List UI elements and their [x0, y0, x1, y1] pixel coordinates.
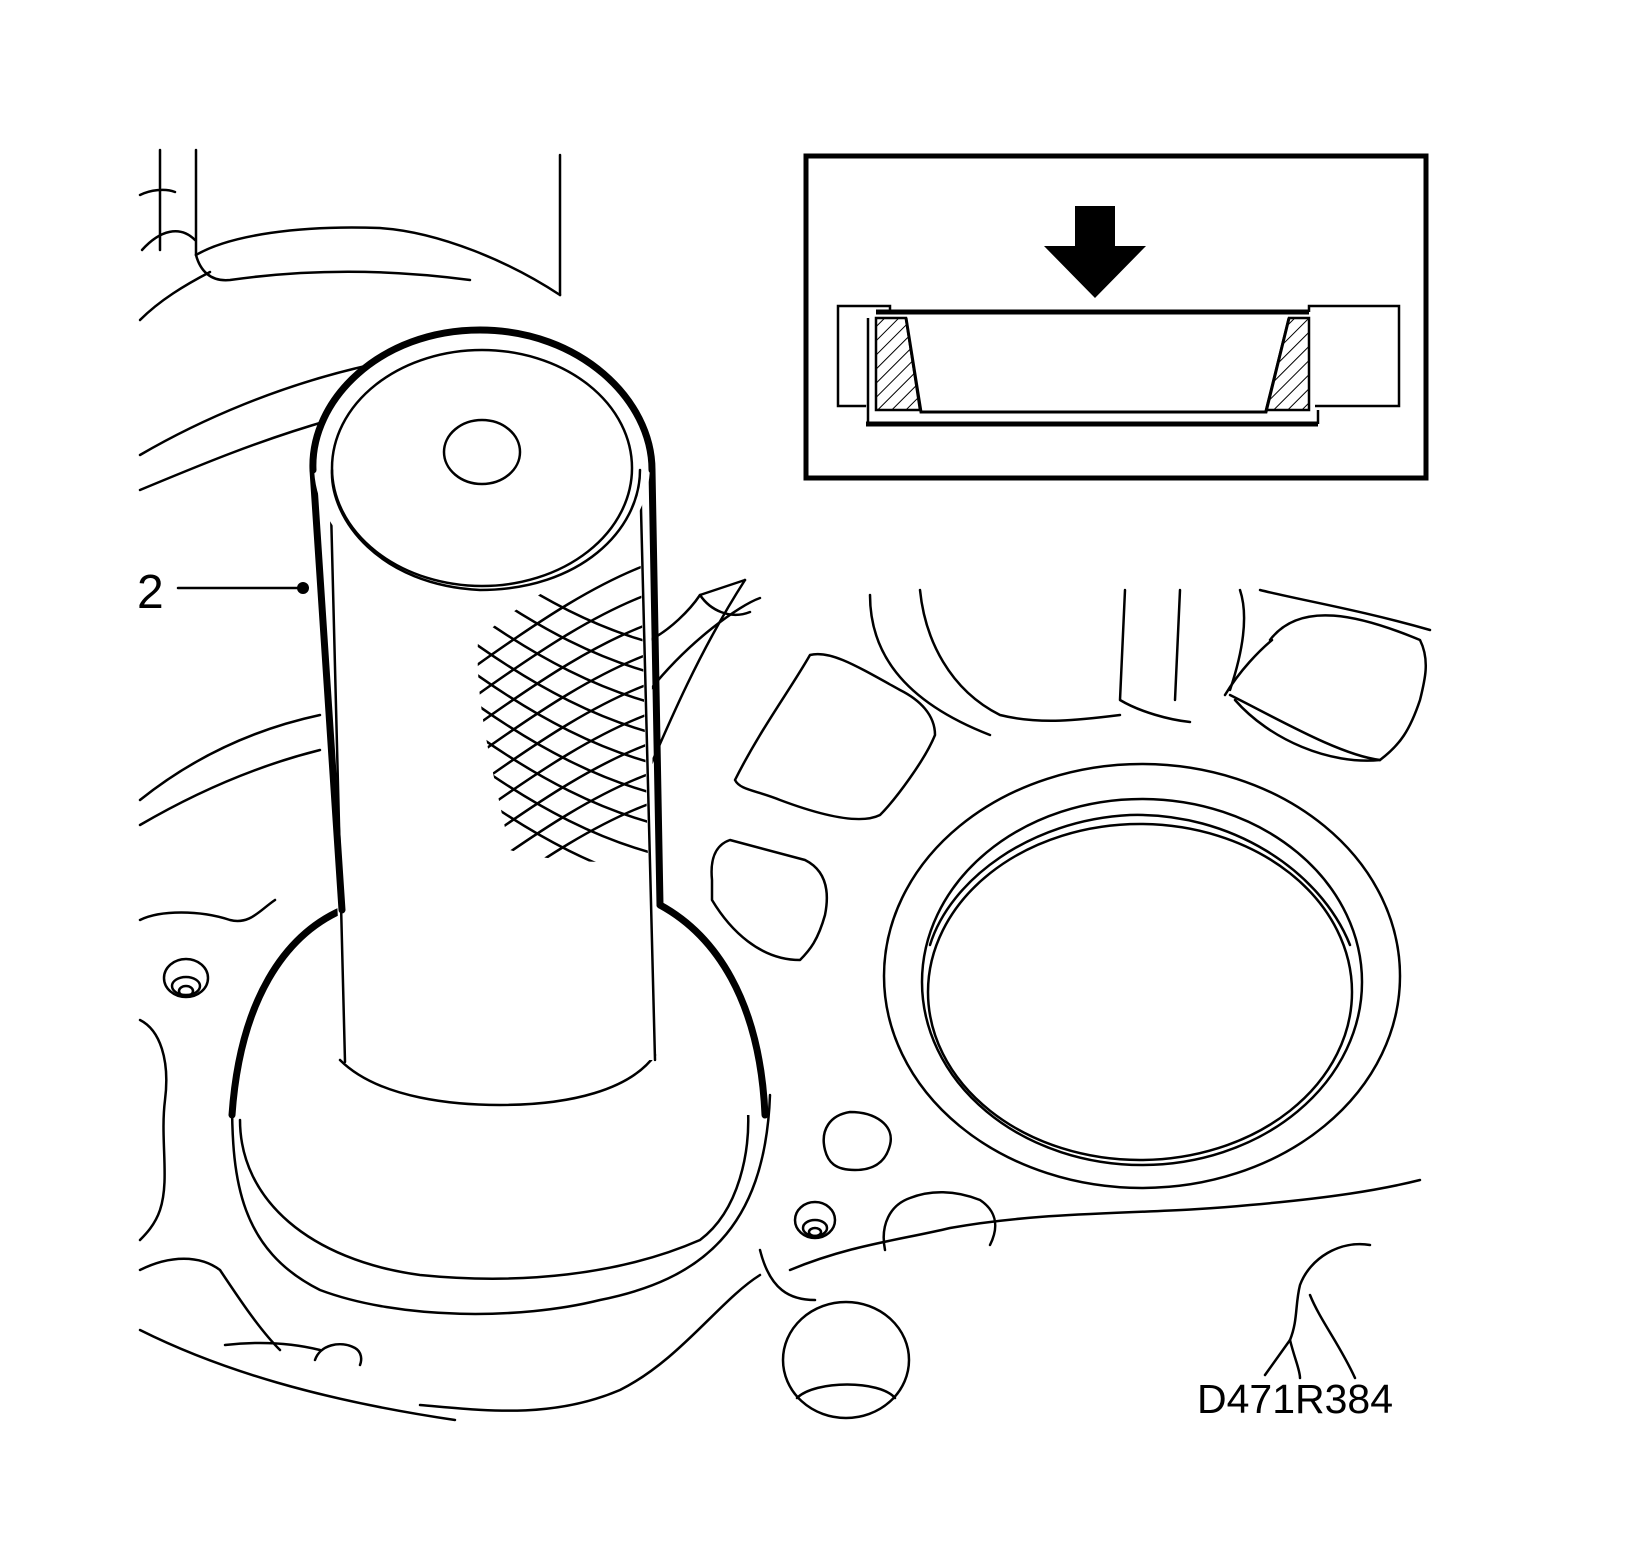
callout-2: 2 — [137, 566, 309, 619]
transmission-housing — [138, 148, 1432, 1422]
figure-code: D471R384 — [1197, 1376, 1393, 1422]
down-arrow-icon — [1044, 206, 1146, 298]
inset-detail — [803, 153, 1429, 481]
seal-installer-tool — [228, 326, 769, 1119]
callout-number: 2 — [137, 566, 164, 619]
